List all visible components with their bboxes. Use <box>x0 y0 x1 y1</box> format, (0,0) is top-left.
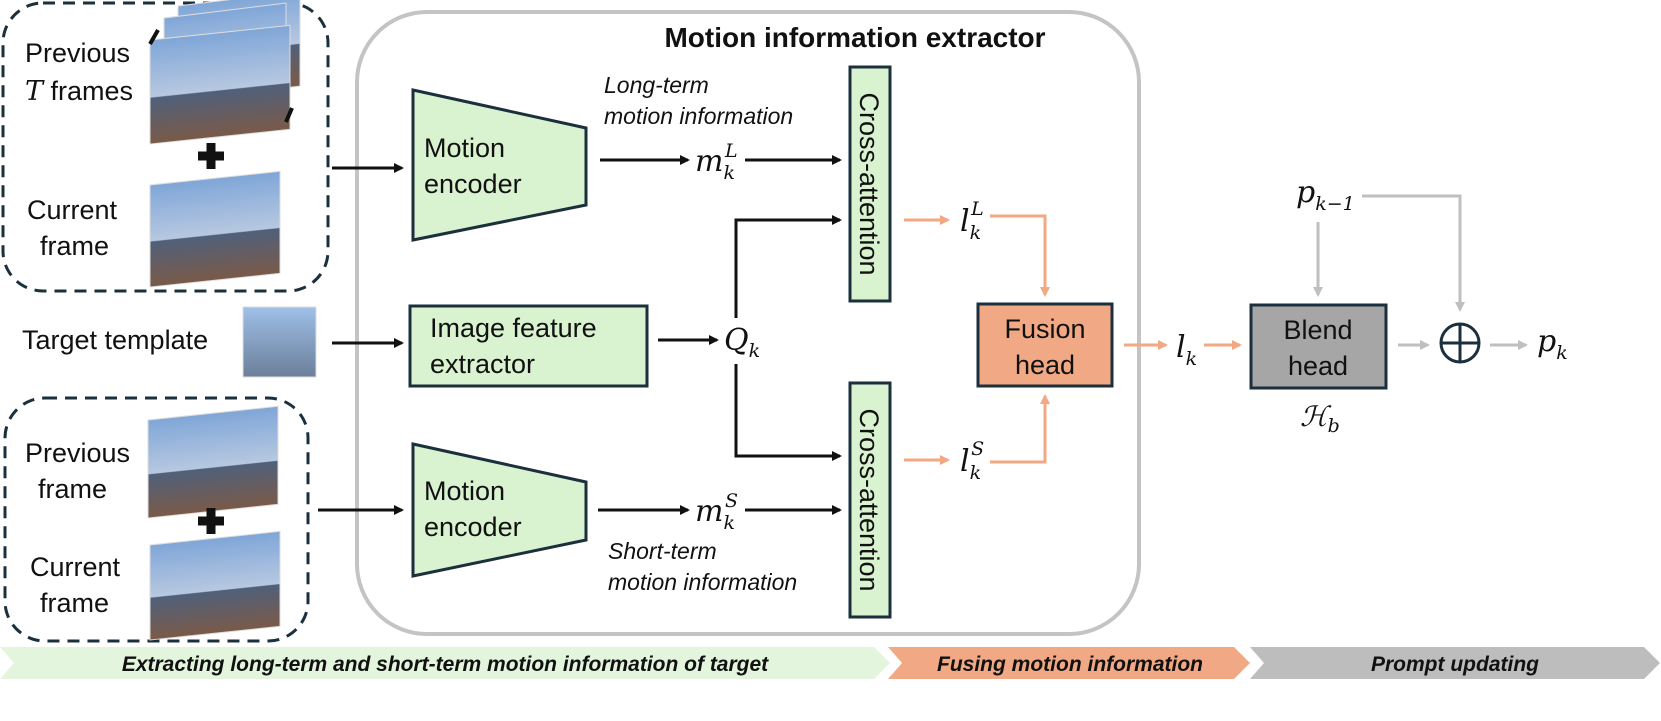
image-feature-label-2: extractor <box>430 349 535 379</box>
motion-encoder-top <box>411 88 588 242</box>
extractor-title: Motion information extractor <box>664 22 1045 53</box>
long-cur-label-2: frame <box>40 231 109 261</box>
motion-encoder-top-label-1: Motion <box>424 133 505 163</box>
plus-icon <box>198 143 224 169</box>
blend-head-label-1: Blend <box>1283 315 1352 345</box>
current-frame-image-top <box>149 170 281 288</box>
current-frame-image-bottom <box>149 530 281 641</box>
p-k-minus-1: pk−1 <box>1296 175 1355 215</box>
l-k-L: lkL <box>960 198 984 244</box>
target-template-image <box>242 306 317 378</box>
short-term-annotation-2: motion information <box>608 569 797 595</box>
arrow-pprev-to-oplus <box>1362 194 1465 312</box>
previous-frame-image <box>147 405 279 519</box>
arrow-Q-to-cross-top <box>734 215 842 318</box>
banner-stage3 <box>1250 647 1660 679</box>
short-prev-label-1: Previous <box>25 438 130 468</box>
long-term-annotation-2: motion information <box>604 103 793 129</box>
banner-stage2-text: Fusing motion information <box>937 653 1203 676</box>
short-prev-label-2: frame <box>38 474 107 504</box>
long-term-input-group <box>1 1 330 293</box>
previous-frames-stack <box>148 0 301 145</box>
cross-attention-bottom <box>848 381 892 619</box>
blend-head-label-2: head <box>1288 351 1348 381</box>
long-prev-label-1: Previous <box>25 38 130 68</box>
motion-encoder-bottom <box>411 442 588 578</box>
banner-stage1 <box>0 647 890 679</box>
fusion-head <box>976 302 1114 388</box>
arrow-lS-to-fusion <box>990 394 1050 464</box>
cross-attention-top <box>848 65 892 303</box>
short-cur-label-1: Current <box>30 552 121 582</box>
l-k-S: lkS <box>960 438 984 484</box>
cross-attention-top-label: Cross-attention <box>854 92 884 275</box>
target-template-label: Target template <box>22 325 208 355</box>
short-cur-label-2: frame <box>40 588 109 618</box>
banner-stage3-text: Prompt updating <box>1371 653 1539 676</box>
m-k-L: mkL <box>695 140 738 184</box>
motion-encoder-bottom-label-2: encoder <box>424 512 522 542</box>
image-feature-label-1: Image feature <box>430 313 597 343</box>
short-term-input-group <box>3 396 310 643</box>
Q-k: Qk <box>724 323 760 362</box>
oplus-icon <box>1439 322 1481 364</box>
banner-stage2 <box>888 647 1250 679</box>
motion-encoder-top-label-2: encoder <box>424 169 522 199</box>
motion-encoder-bottom-label-1: Motion <box>424 476 505 506</box>
long-term-annotation-1: Long-term <box>604 72 709 98</box>
fusion-head-label-2: head <box>1015 350 1075 380</box>
banner-stage1-text: Extracting long-term and short-term moti… <box>122 653 769 676</box>
arrow-Q-to-cross-bottom <box>734 364 842 461</box>
fusion-head-label-1: Fusion <box>1004 314 1085 344</box>
p-k: pk <box>1537 324 1568 364</box>
H-b: ℋb <box>1300 400 1340 437</box>
image-feature-extractor <box>408 304 649 388</box>
plus-icon <box>198 508 224 534</box>
m-k-S: mkS <box>695 490 738 534</box>
blend-head <box>1249 303 1388 390</box>
long-cur-label-1: Current <box>27 195 118 225</box>
cross-attention-bottom-label: Cross-attention <box>854 408 884 591</box>
short-term-annotation-1: Short-term <box>608 538 717 564</box>
l-k: lk <box>1176 330 1197 370</box>
long-prev-label-2: T frames <box>25 76 133 107</box>
arrow-lL-to-fusion <box>990 214 1050 297</box>
